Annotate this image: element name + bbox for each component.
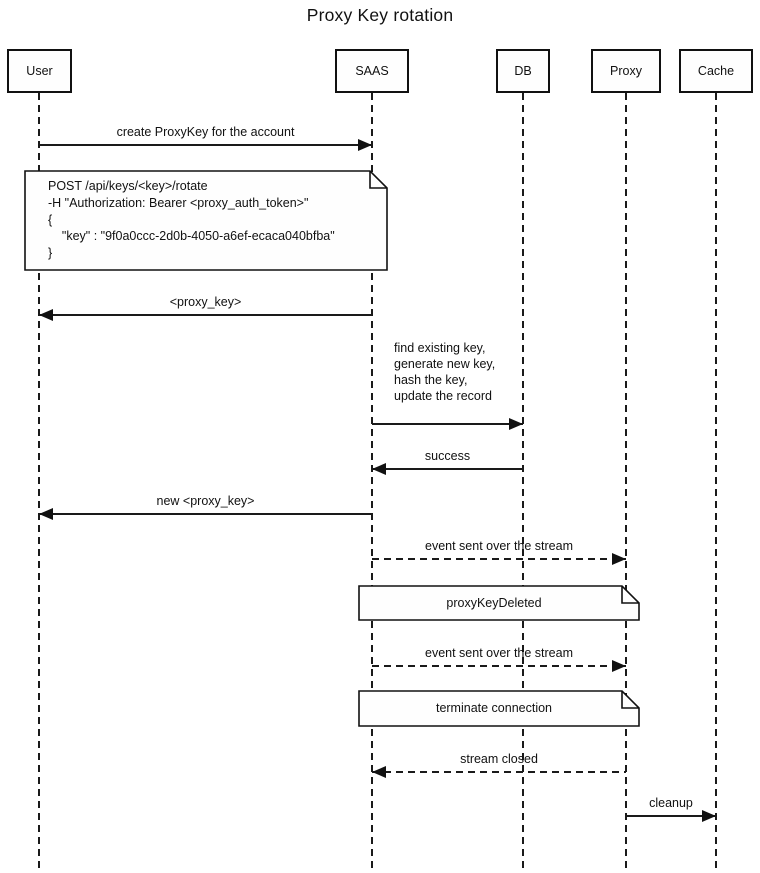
message-line-7 <box>372 665 626 667</box>
message-line-8 <box>372 771 626 773</box>
actor-label-saas: SAAS <box>355 64 389 78</box>
message-line-1 <box>39 144 372 146</box>
note-shape <box>358 585 640 621</box>
actor-label-db: DB <box>514 64 532 78</box>
actor-box-saas: SAAS <box>335 49 409 93</box>
actor-box-db: DB <box>496 49 550 93</box>
message-label-7: event sent over the stream <box>425 646 573 660</box>
note-text: terminate connection <box>435 701 553 716</box>
actor-box-proxy: Proxy <box>591 49 661 93</box>
arrowhead-right-icon <box>702 810 716 822</box>
arrowhead-left-icon <box>372 766 386 778</box>
message-line-6 <box>372 558 626 560</box>
message-label-4: success <box>424 449 471 463</box>
note-text: proxyKeyDeleted <box>446 595 542 610</box>
proxy-key-deleted-note: proxyKeyDeleted <box>358 585 640 621</box>
message-line-5 <box>39 513 372 515</box>
actor-box-cache: Cache <box>679 49 753 93</box>
message-label-8: stream closed <box>460 752 538 766</box>
arrowhead-right-icon <box>612 660 626 672</box>
lifeline-db <box>522 93 524 873</box>
note-text: POST /api/keys/<key>/rotate -H "Authoriz… <box>48 179 335 261</box>
message-label-1: create ProxyKey for the account <box>116 125 295 139</box>
message-line-3 <box>372 423 523 425</box>
message-label-2: <proxy_key> <box>169 295 242 309</box>
arrowhead-right-icon <box>358 139 372 151</box>
message-label-5: new <proxy_key> <box>156 494 255 508</box>
message-line-4 <box>372 468 523 470</box>
arrowhead-left-icon <box>39 309 53 321</box>
message-line-9 <box>626 815 716 817</box>
note-shape <box>358 690 640 727</box>
lifeline-saas <box>371 93 373 873</box>
actor-label-proxy: Proxy <box>610 64 642 78</box>
actor-box-user: User <box>7 49 72 93</box>
actor-label-user: User <box>26 64 53 78</box>
message-label-6: event sent over the stream <box>425 539 573 553</box>
arrowhead-right-icon <box>612 553 626 565</box>
message-label-9: cleanup <box>649 796 693 810</box>
arrowhead-left-icon <box>39 508 53 520</box>
arrowhead-right-icon <box>509 418 523 430</box>
message-label-3: find existing key, generate new key, has… <box>394 341 496 403</box>
terminate-connection-note: terminate connection <box>358 690 640 727</box>
diagram-title: Proxy Key rotation <box>306 5 454 25</box>
actor-label-cache: Cache <box>697 64 735 78</box>
note-shape <box>24 170 388 271</box>
lifeline-proxy <box>625 93 627 873</box>
message-line-2 <box>39 314 372 316</box>
lifeline-cache <box>715 93 717 873</box>
arrowhead-left-icon <box>372 463 386 475</box>
rotate-request-note: POST /api/keys/<key>/rotate -H "Authoriz… <box>24 170 388 271</box>
lifeline-user <box>38 93 40 873</box>
